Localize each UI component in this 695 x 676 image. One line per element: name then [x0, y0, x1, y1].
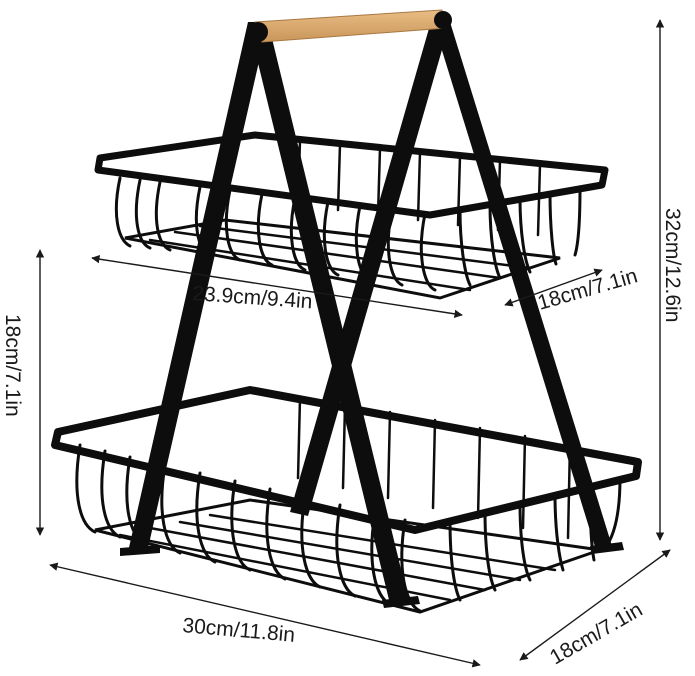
tier-spacing-label: 18cm/7.1in [1, 314, 24, 417]
base-depth-label: 18cm/7.1in [546, 598, 646, 669]
upper-basket [94, 131, 609, 300]
dimension-lines [35, 19, 671, 668]
total-height-label: 32cm/12.6in [661, 208, 684, 322]
a-frame [120, 18, 624, 608]
upper-width-label: 23.9cm/9.4in [192, 282, 314, 313]
wooden-handle [248, 9, 452, 43]
upper-depth-label: 18cm/7.1in [535, 264, 640, 314]
base-width-label: 30cm/11.8in [182, 614, 296, 647]
